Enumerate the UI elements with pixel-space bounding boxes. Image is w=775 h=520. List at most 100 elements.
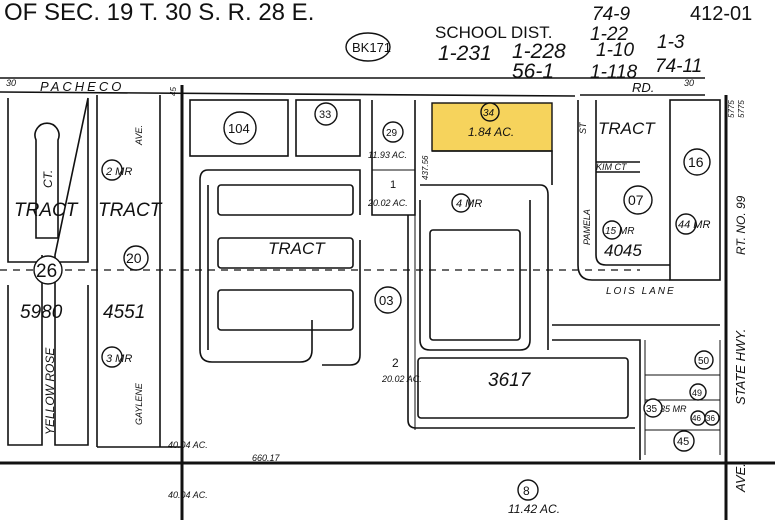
- kim-ct: [596, 161, 640, 173]
- state-hwy-label: STATE HWY.: [733, 329, 748, 405]
- area-4004-a: 40.04 AC.: [168, 440, 208, 450]
- tract-4551: 4551: [103, 302, 145, 323]
- pamela-st: [577, 100, 670, 281]
- code-1-3: 1-3: [657, 32, 685, 53]
- parcel-33-number: 33: [319, 109, 331, 121]
- code-56-1: 56-1: [512, 60, 554, 83]
- parcel-2-number: 2: [392, 356, 399, 370]
- area-4004-b: 40.04 AC.: [168, 490, 208, 500]
- parcel-8-circle[interactable]: [517, 479, 539, 501]
- parcel-45-circle[interactable]: [673, 430, 695, 452]
- tract-3617-block-b: [417, 357, 629, 419]
- rd-label: RD.: [632, 80, 654, 95]
- ave-label: AVE.: [733, 463, 748, 493]
- parcel-50-circle[interactable]: [694, 350, 714, 370]
- parcel-29-number: 29: [386, 128, 398, 139]
- middle-block-a: [217, 184, 354, 216]
- tract-left-2: TRACT: [98, 200, 163, 221]
- yellow-rose-label: YELLOW ROSE: [43, 347, 57, 435]
- parcel-34-edge: [432, 150, 553, 185]
- parcel-26-number: 26: [36, 261, 57, 282]
- parcel-8-area: 11.42 AC.: [508, 502, 560, 516]
- lot-33[interactable]: [295, 99, 361, 157]
- parcel-16-circle[interactable]: [683, 148, 711, 176]
- middle-block-c: [217, 289, 354, 331]
- dim-5775-b: 5775: [737, 100, 746, 118]
- parcel-29-area: 11.93 AC.: [368, 150, 407, 160]
- parcel-16-number: 16: [688, 154, 704, 170]
- tract-5980: 5980: [20, 302, 63, 323]
- parcel-46-number: 46: [692, 414, 701, 423]
- code-1-228: 1-228: [512, 40, 566, 63]
- lois-lane: [552, 324, 720, 460]
- parcel-49-circle[interactable]: [689, 383, 707, 401]
- tract-3617-block-a: [429, 229, 521, 341]
- parcel-49-number: 49: [692, 388, 702, 398]
- map-ref-44: 44 MR: [678, 219, 710, 231]
- parcel-8-number: 8: [523, 484, 530, 498]
- parcel-34-area: 1.84 AC.: [468, 125, 514, 139]
- parcel-07-number: 07: [628, 192, 644, 208]
- page-ref: 412-01: [690, 3, 752, 25]
- code-1-118: 1-118: [590, 62, 638, 83]
- dim-45: 45: [169, 87, 178, 96]
- parcel-35-number: 35: [646, 404, 658, 415]
- map-ref-3: 3 MR: [106, 353, 132, 365]
- parcel-20-circle[interactable]: [123, 245, 149, 271]
- parcel-1-number: 1: [390, 179, 396, 191]
- mr4-circle: [451, 193, 471, 213]
- dim-30-right: 30: [684, 78, 694, 88]
- yellow-rose-ct-inner: [34, 122, 60, 239]
- parcel-29-circle[interactable]: [382, 121, 404, 143]
- middle-tract-street: [199, 169, 361, 366]
- map-ref-35: 35 MR: [660, 404, 687, 414]
- code-1-231: 1-231: [438, 42, 492, 65]
- dim-437: 437.56: [421, 155, 430, 180]
- mr3-circle: [101, 346, 123, 368]
- code-1-22: 1-22: [590, 24, 628, 45]
- tract-4045: 4045: [604, 241, 642, 260]
- pacheco-road-south-line: [0, 91, 576, 97]
- parcel-34-circle[interactable]: [480, 102, 500, 122]
- tract-left-1: TRACT: [14, 200, 79, 221]
- lois-lane-label: LOIS LANE: [606, 286, 676, 297]
- lot-16[interactable]: [669, 99, 721, 281]
- ct-label: CT.: [41, 170, 55, 188]
- mr15-circle: [602, 220, 622, 240]
- parcel-34-number: 34: [483, 108, 495, 119]
- yellow-rose-lower-lot: [7, 280, 89, 446]
- pacheco-label: PACHECO: [40, 79, 124, 94]
- middle-block-b: [217, 237, 354, 269]
- pamela-label: PAMELA: [582, 209, 592, 245]
- parcel-26-circle[interactable]: [33, 255, 63, 285]
- school-dist-label: SCHOOL DIST.: [435, 23, 552, 42]
- book-number: BK171: [352, 40, 391, 55]
- parcel-35-circle[interactable]: [643, 398, 663, 418]
- map-ref-2: 2 MR: [105, 166, 132, 178]
- gaylene-label: GAYLENE: [134, 382, 144, 425]
- book-oval: [345, 32, 391, 62]
- parcel-20-number: 20: [126, 250, 142, 266]
- parcel-07-circle[interactable]: [623, 185, 653, 215]
- map-ref-15: 15 MR: [605, 226, 634, 237]
- st-label: ST: [578, 121, 588, 134]
- parcel-33-circle[interactable]: [314, 102, 338, 126]
- mr44-circle: [675, 213, 697, 235]
- parcel-36-circle[interactable]: [704, 410, 720, 426]
- ave-top-label: AVE.: [134, 125, 144, 146]
- parcel-50-number: 50: [698, 356, 710, 367]
- parcel-03-circle[interactable]: [374, 286, 402, 314]
- tract-mid: TRACT: [268, 239, 326, 258]
- parcel-36-number: 36: [706, 414, 715, 423]
- lot-104[interactable]: [189, 99, 289, 157]
- rt-no-label: RT. NO. 99: [734, 195, 748, 255]
- dim-660: 660.17: [252, 453, 281, 463]
- dim-30-left: 30: [6, 78, 16, 88]
- dim-5775-a: 5775: [727, 100, 736, 118]
- southeast-small-lots: [644, 340, 721, 455]
- tract-3617-street: [407, 184, 635, 429]
- parcel-104-circle[interactable]: [223, 111, 257, 145]
- mr2-circle: [101, 159, 123, 181]
- parcel-45-number: 45: [677, 436, 689, 448]
